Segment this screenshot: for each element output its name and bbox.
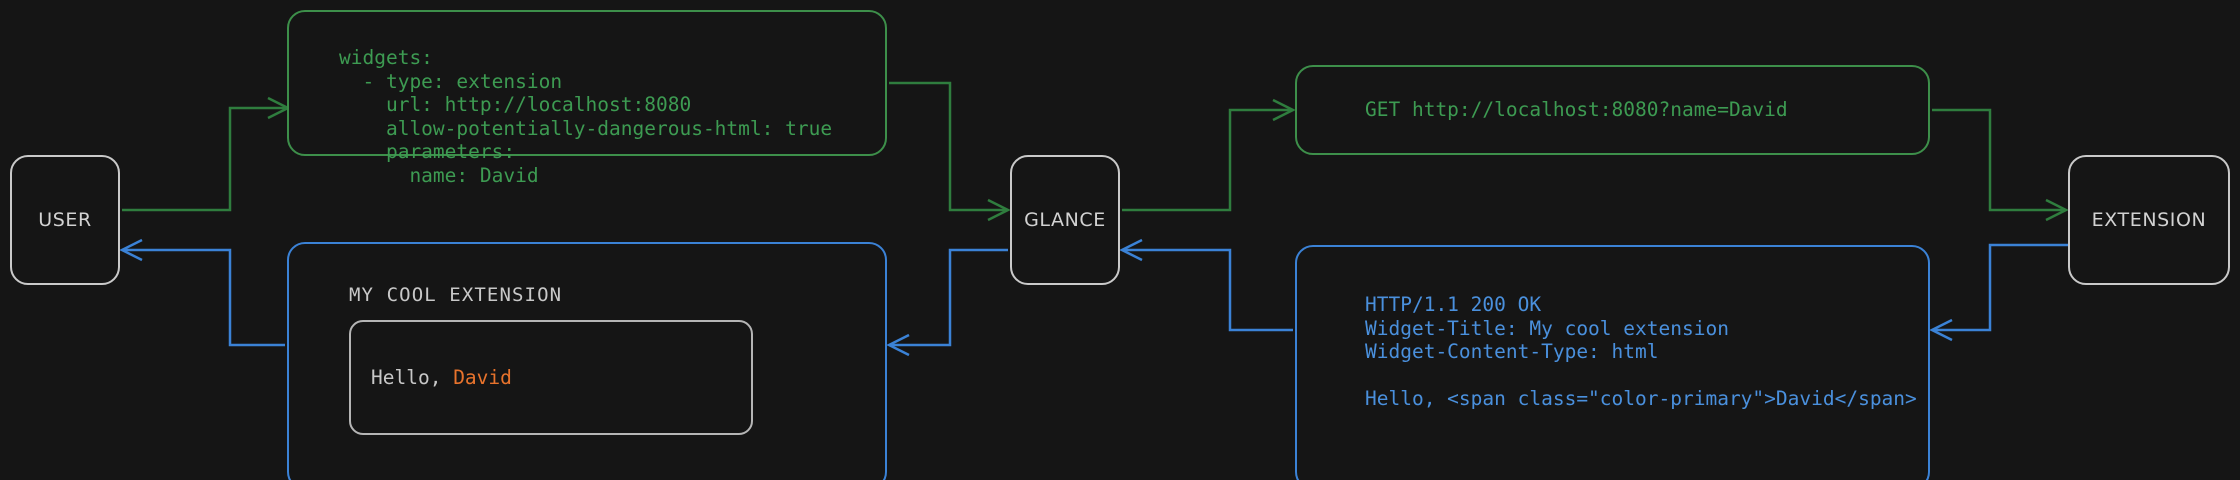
node-user-label: USER [38,209,92,231]
widget-preview-body: Hello, David [349,320,753,435]
widget-greeting-text: Hello, David [351,366,512,389]
widget-preview-title: MY COOL EXTENSION [349,284,563,306]
wire-glance-to-widget [889,248,1008,347]
node-user: USER [10,155,120,285]
wire-user-to-config [122,106,287,212]
http-request-panel: GET http://localhost:8080?name=David [1295,65,1930,155]
wire-glance-to-request [1122,108,1293,212]
node-extension-label: EXTENSION [2091,209,2207,231]
arrowhead-extension [2045,198,2069,222]
widget-preview-panel: MY COOL EXTENSION Hello, David [287,242,887,480]
arrowhead-widget [886,333,910,357]
config-yaml-panel: widgets: - type: extension url: http://l… [287,10,887,187]
wire-response-to-glance [1122,248,1293,332]
wire-request-to-extension [1932,108,2066,212]
arrowhead-response [1929,318,1953,342]
arrowhead-glance-return [1119,238,1143,262]
http-response-panel: HTTP/1.1 200 OK Widget-Title: My cool ex… [1295,245,1930,480]
arrowhead-request [1272,98,1296,122]
node-extension: EXTENSION [2068,155,2230,285]
wire-config-to-glance [889,81,1008,212]
widget-greeting-label: Hello, [371,366,454,389]
arrowhead-config [267,96,291,120]
config-yaml-code: widgets: - type: extension url: http://l… [339,46,833,187]
node-glance-label: GLANCE [1024,209,1106,231]
http-request-code: GET http://localhost:8080?name=David [1365,98,1788,122]
node-glance: GLANCE [1010,155,1120,285]
arrowhead-user-return [119,238,143,262]
wire-extension-to-response [1932,243,2068,332]
http-response-code: HTTP/1.1 200 OK Widget-Title: My cool ex… [1365,293,1917,410]
arrowhead-glance-in [987,198,1011,222]
wire-widget-to-user [122,248,285,347]
widget-name-value: David [453,366,512,389]
